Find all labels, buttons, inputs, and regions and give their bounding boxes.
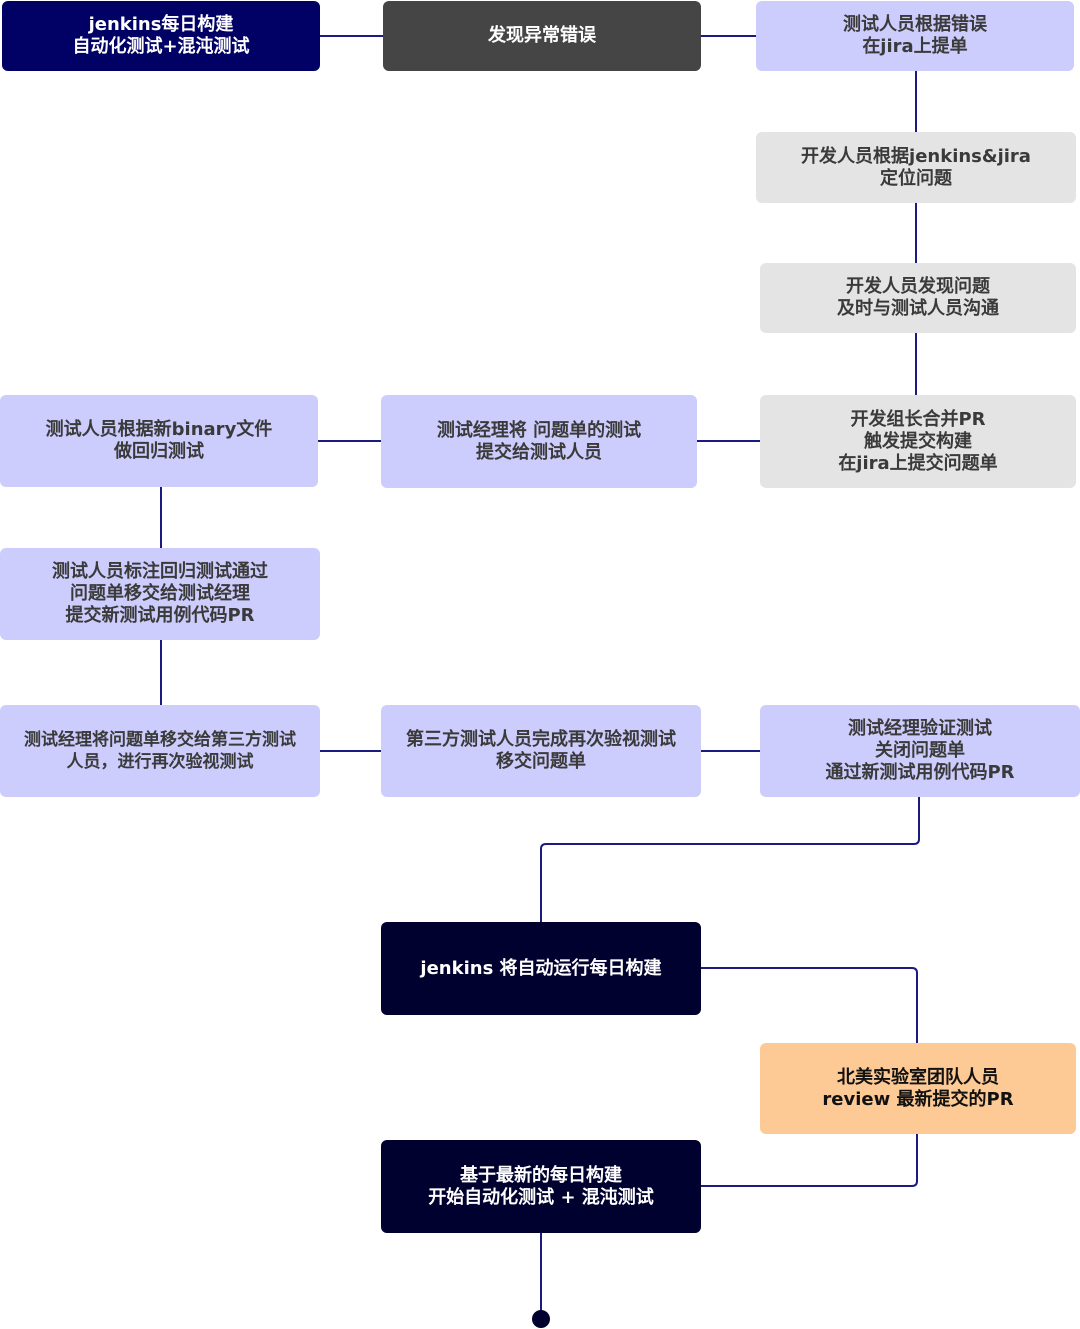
node-label: 测试人员根据新binary文件 做回归测试 [45, 419, 273, 462]
node-third-party-verified[interactable]: 第三方测试人员完成再次验视测试 移交问题单 [381, 705, 701, 797]
node-label: 测试经理将 问题单的测试 提交给测试人员 [436, 419, 642, 463]
node-handover-third-party[interactable]: 测试经理将问题单移交给第三方测试 人员，进行再次验视测试 [0, 705, 320, 797]
node-label: 发现异常错误 [488, 25, 596, 46]
node-manager-close-issue[interactable]: 测试经理验证测试 关闭问题单 通过新测试用例代码PR [760, 705, 1080, 797]
node-dev-communicate[interactable]: 开发人员发现问题 及时与测试人员沟通 [760, 263, 1076, 333]
node-regression-passed[interactable]: 测试人员标注回归测试通过 问题单移交给测试经理 提交新测试用例代码PR [0, 548, 320, 640]
node-na-lab-review[interactable]: 北美实验室团队人员 review 最新提交的PR [760, 1043, 1076, 1134]
node-label: 北美实验室团队人员 review 最新提交的PR [822, 1066, 1014, 1110]
node-label: 测试人员标注回归测试通过 问题单移交给测试经理 提交新测试用例代码PR [52, 561, 268, 626]
node-label: 第三方测试人员完成再次验视测试 移交问题单 [406, 729, 676, 772]
node-regression-test[interactable]: 测试人员根据新binary文件 做回归测试 [0, 395, 318, 487]
node-tester-files-jira[interactable]: 测试人员根据错误 在jira上提单 [756, 1, 1074, 71]
end-point-icon [532, 1310, 550, 1328]
node-jenkins-daily-build[interactable]: jenkins每日构建 自动化测试+混沌测试 [2, 1, 320, 71]
node-label: 测试经理验证测试 关闭问题单 通过新测试用例代码PR [825, 718, 1015, 783]
node-label: 基于最新的每日构建 开始自动化测试 + 混沌测试 [428, 1164, 654, 1208]
node-label: 开发人员发现问题 及时与测试人员沟通 [837, 276, 999, 319]
node-start-auto-chaos-test[interactable]: 基于最新的每日构建 开始自动化测试 + 混沌测试 [381, 1140, 701, 1233]
node-label: 开发组长合并PR 触发提交构建 在jira上提交问题单 [838, 408, 998, 474]
node-error-found[interactable]: 发现异常错误 [383, 1, 701, 71]
connector-n14-n15 [701, 1134, 918, 1187]
connector-n12-n13 [540, 797, 920, 922]
node-manager-assign-test[interactable]: 测试经理将 问题单的测试 提交给测试人员 [381, 395, 697, 488]
node-label: 开发人员根据jenkins&jira 定位问题 [801, 145, 1031, 189]
connector-n13-n14 [701, 967, 918, 1043]
node-lead-merge-pr[interactable]: 开发组长合并PR 触发提交构建 在jira上提交问题单 [760, 395, 1076, 488]
node-jenkins-auto-run[interactable]: jenkins 将自动运行每日构建 [381, 922, 701, 1015]
node-label: 测试经理将问题单移交给第三方测试 人员，进行再次验视测试 [24, 730, 296, 772]
node-dev-locate-issue[interactable]: 开发人员根据jenkins&jira 定位问题 [756, 132, 1076, 203]
node-label: jenkins 将自动运行每日构建 [420, 957, 662, 979]
node-label: 测试人员根据错误 在jira上提单 [843, 14, 987, 57]
node-label: jenkins每日构建 自动化测试+混沌测试 [72, 14, 250, 57]
